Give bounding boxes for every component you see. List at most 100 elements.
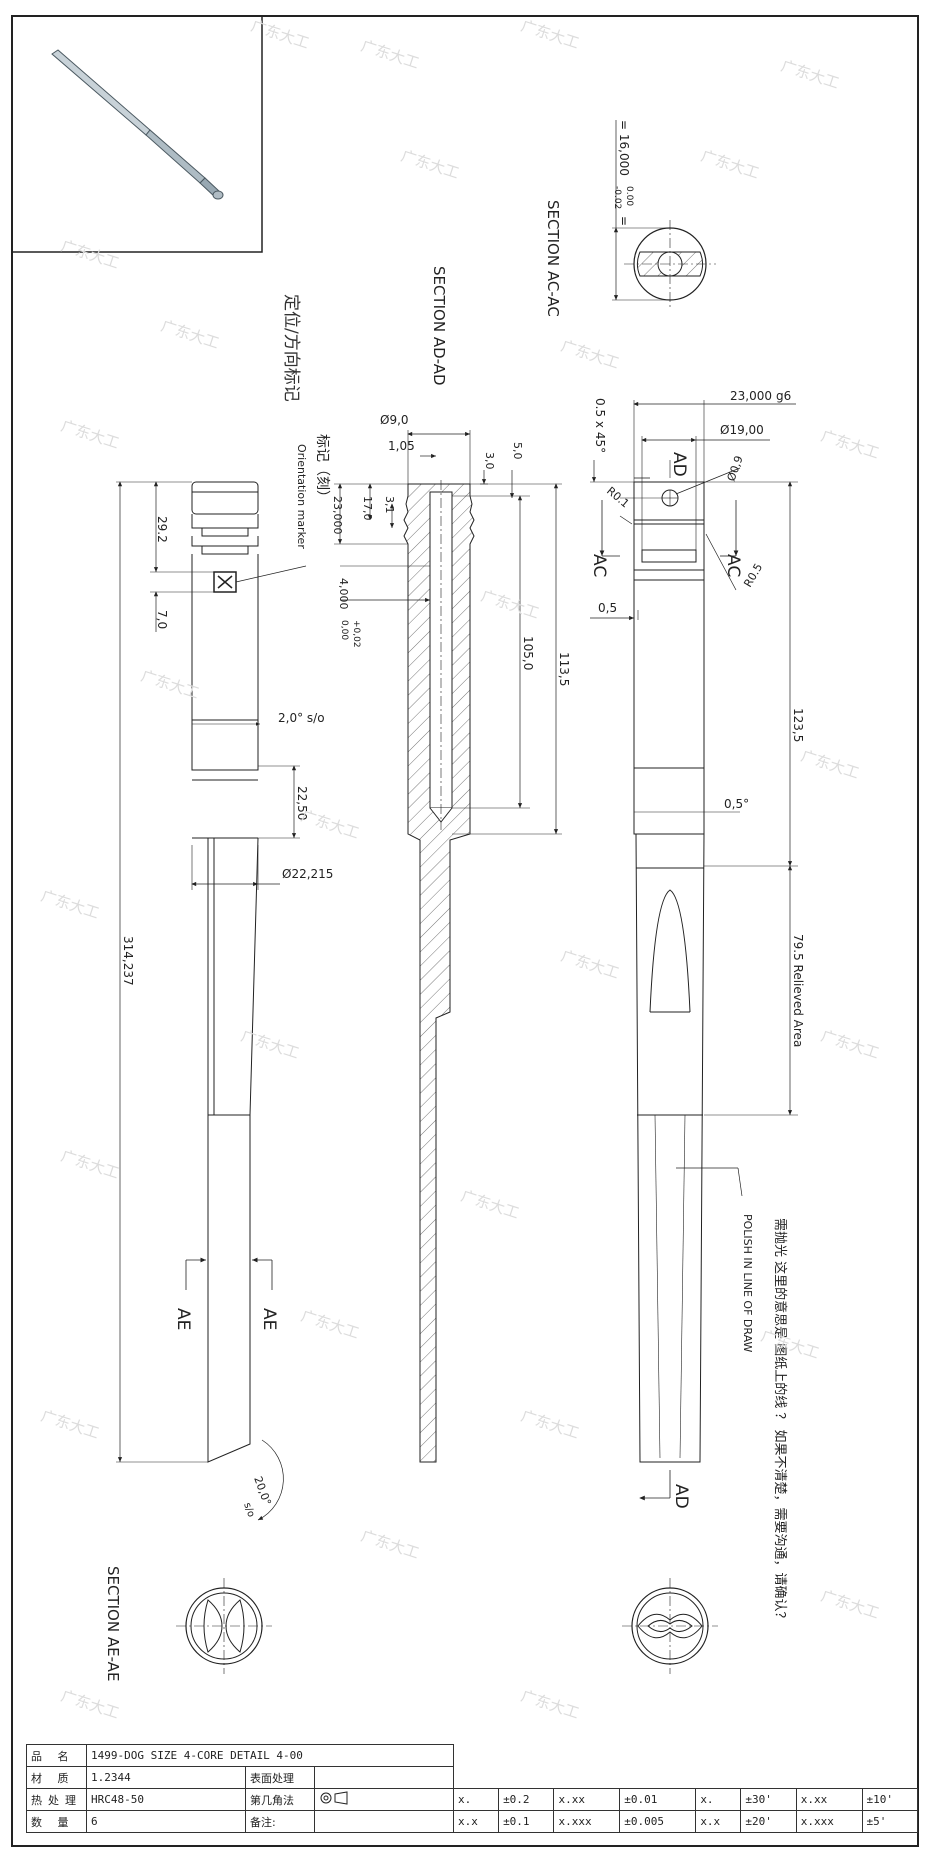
watermark: 广东大工 <box>759 1327 822 1363</box>
tol-r1-c1: x. <box>452 1788 500 1811</box>
dim-16-tol-up: 0.00 <box>624 186 634 206</box>
watermark: 广东大工 <box>819 1027 882 1063</box>
watermark: 广东大工 <box>59 1687 122 1723</box>
tol-r2-c1: x.x <box>452 1810 500 1833</box>
drawing-border <box>11 15 919 1847</box>
watermark: 广东大工 <box>519 1407 582 1443</box>
dim-292: 29.2 <box>155 516 169 543</box>
watermark: 广东大工 <box>39 887 102 923</box>
tol-r2-c3: x.xxx <box>553 1810 621 1833</box>
watermark: 广东大工 <box>559 947 622 983</box>
dim-1235: 123,5 <box>791 708 805 742</box>
remark-value <box>314 1810 454 1833</box>
note-orientation-en: Orientation marker <box>295 444 308 549</box>
dim-ang20-so: s/o <box>241 1501 256 1519</box>
watermark: 广东大工 <box>479 587 542 623</box>
section-ae-title: SECTION AE-AE <box>104 1566 122 1681</box>
tol-r1-c3: x.xx <box>553 1788 621 1811</box>
dim-g6: g6 <box>776 389 791 403</box>
dim-22215: Ø22,215 <box>282 867 333 881</box>
dim-2250: 22,50 <box>295 786 309 820</box>
dim-16-tol-lo: -0.02 <box>612 186 622 209</box>
dim-ang2: 2,0° s/o <box>278 711 325 725</box>
projection-symbol-icon <box>314 1788 454 1811</box>
watermark: 广东大工 <box>359 37 422 73</box>
dim-4000: 4,000 <box>337 578 350 610</box>
dim-314237: 314,237 <box>121 936 135 986</box>
cut-label-ad-top: AD <box>669 452 689 477</box>
cut-label-ae-right: AE <box>259 1308 279 1330</box>
watermark: 广东大工 <box>59 237 122 273</box>
dim-4-lo: 0,00 <box>339 620 349 640</box>
watermark: 广东大工 <box>39 1407 102 1443</box>
tol-r2-c4: ±0.005 <box>619 1810 697 1833</box>
watermark: 广东大工 <box>299 807 362 843</box>
dim-105: 1,05 <box>388 439 415 453</box>
watermark: 广东大工 <box>559 337 622 373</box>
dim-09: Ø0,9 <box>725 454 746 483</box>
tol-r2-c7: x.xxx <box>795 1810 863 1833</box>
section-ad-view <box>334 430 562 1463</box>
watermark: 广东大工 <box>819 1587 882 1623</box>
watermark: 广东大工 <box>159 317 222 353</box>
isometric-pin-thumbnail <box>51 49 224 200</box>
section-ac-title: SECTION AC-AC <box>544 200 562 317</box>
remark-label: 备注: <box>245 1810 315 1833</box>
cut-label-ac-left: AC <box>589 554 609 577</box>
dim-30: 3,0 <box>483 452 496 470</box>
heat-value: HRC48-50 <box>86 1788 246 1811</box>
dim-70: 7,0 <box>155 610 169 629</box>
note-polish: POLISH IN LINE OF DRAW <box>741 1214 754 1353</box>
watermarks: 广东大工 广东大工 广东大工 广东大工 广东大工 广东大工 广东大工 广东大工 … <box>39 17 882 1723</box>
tol-r1-c4: ±0.01 <box>619 1788 697 1811</box>
tol-r2-c2: ±0.1 <box>498 1810 555 1833</box>
dim-1135: 113,5 <box>557 652 571 686</box>
tol-r2-c8: ±5' <box>861 1810 919 1833</box>
watermark: 广东大工 <box>359 1527 422 1563</box>
title-block: 品 名 1499-DOG SIZE 4-CORE DETAIL 4-00 材 质… <box>26 1744 919 1833</box>
left-view <box>116 481 307 1521</box>
watermark: 广东大工 <box>299 1307 362 1343</box>
tol-r2-c6: ±20' <box>740 1810 797 1833</box>
surface-label: 表面处理 <box>245 1766 315 1789</box>
iso-view-frame <box>11 15 263 253</box>
tol-r2-c5: x.x <box>695 1810 742 1833</box>
section-ae-view <box>176 1578 272 1674</box>
dim-23000: 23,000 <box>730 389 772 403</box>
dim-chamfer: 0.5 x 45° <box>593 398 607 453</box>
watermark: 广东大工 <box>459 1187 522 1223</box>
watermark: 广东大工 <box>519 1687 582 1723</box>
tol-r1-c7: x.xx <box>795 1788 863 1811</box>
dim-170: 17,0 <box>361 496 374 521</box>
tol-r1-c2: ±0.2 <box>498 1788 555 1811</box>
cut-label-ad-bottom: AD <box>671 1484 691 1509</box>
section-ac-view <box>612 120 716 308</box>
dim-relieved: 79.5 Relieved Area <box>791 934 805 1047</box>
watermark: 广东大工 <box>399 147 462 183</box>
part-name: 1499-DOG SIZE 4-CORE DETAIL 4-00 <box>86 1744 454 1767</box>
material-value: 1.2344 <box>86 1766 246 1789</box>
name-label: 品 名 <box>26 1744 87 1767</box>
surface-value <box>314 1766 454 1789</box>
cut-label-ae-left: AE <box>173 1308 193 1330</box>
projection-label: 第几角法 <box>245 1788 315 1811</box>
dim-r01: R0.1 <box>604 484 632 510</box>
watermark: 广东大工 <box>249 17 312 53</box>
dim-19: Ø19,00 <box>720 423 764 437</box>
dim-05: 0,5 <box>598 601 617 615</box>
cut-label-ac-right: AC <box>723 554 743 577</box>
tol-r1-c5: x. <box>695 1788 742 1811</box>
watermark: 广东大工 <box>239 1027 302 1063</box>
watermark: 广东大工 <box>819 427 882 463</box>
dim-ang05: 0,5° <box>724 797 749 811</box>
section-ad-end-view <box>622 1578 718 1674</box>
dim-r05: R0.5 <box>741 561 765 589</box>
watermark: 广东大工 <box>59 1147 122 1183</box>
dim-31: 3,1 <box>383 496 396 514</box>
watermark: 广东大工 <box>59 417 122 453</box>
qty-label: 数 量 <box>26 1810 87 1833</box>
qty-value: 6 <box>86 1810 246 1833</box>
dim-16-eq: = <box>617 216 631 226</box>
third-angle-projection-icon <box>320 1791 348 1805</box>
